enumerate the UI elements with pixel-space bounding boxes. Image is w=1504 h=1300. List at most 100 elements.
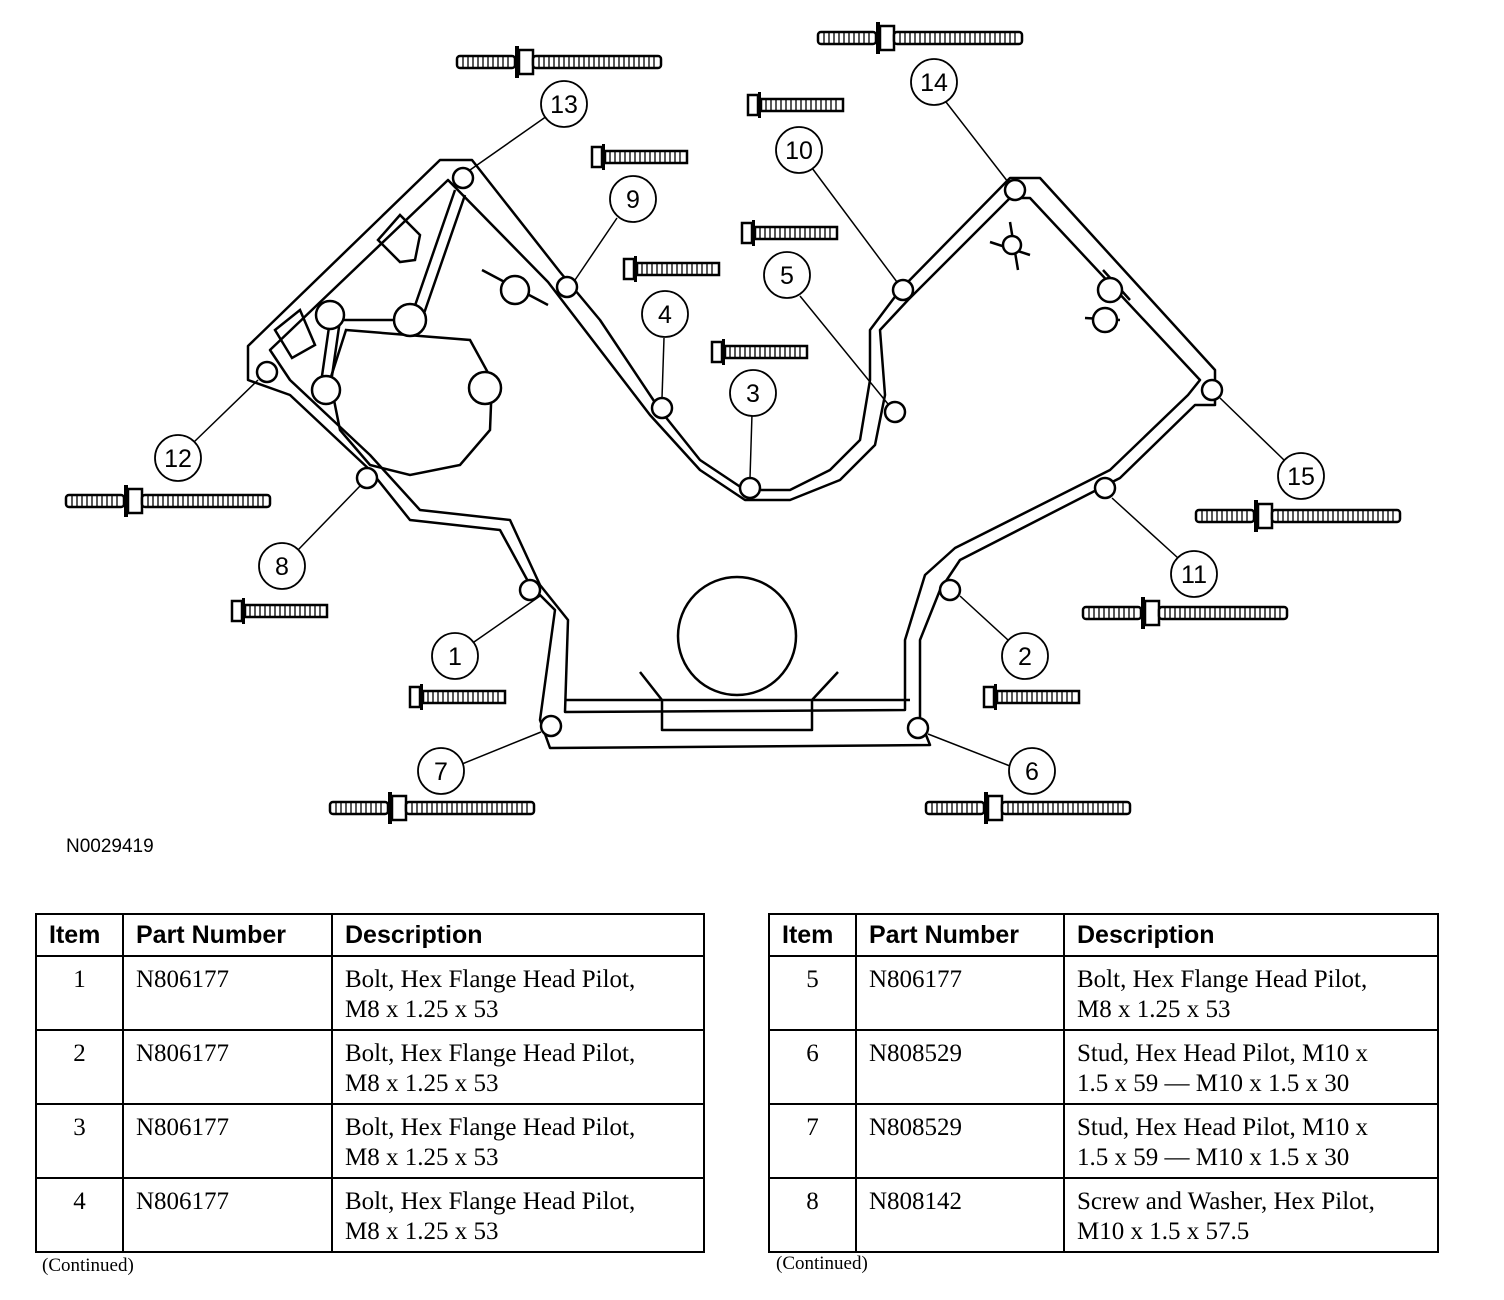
description-line: M8 x 1.25 x 53 — [345, 996, 499, 1023]
svg-text:8: 8 — [275, 553, 289, 581]
description-line: Bolt, Hex Flange Head Pilot, — [345, 1114, 636, 1141]
callout-3: 3 — [729, 369, 777, 417]
svg-text:1: 1 — [448, 643, 462, 671]
description-line: M8 x 1.25 x 53 — [345, 1144, 499, 1171]
svg-text:10: 10 — [785, 137, 813, 165]
leader-lines — [193, 101, 1285, 767]
table-header-row: Item Part Number Description — [768, 913, 1439, 957]
part-number-cell: N806177 — [122, 1029, 333, 1105]
stud-15 — [1194, 498, 1402, 534]
stud-6 — [924, 790, 1132, 826]
description-line: Screw and Washer, Hex Pilot, — [1077, 1188, 1375, 1215]
description-line: Stud, Hex Head Pilot, M10 x — [1077, 1114, 1368, 1141]
svg-text:11: 11 — [1181, 561, 1207, 589]
figure-id: N0029419 — [66, 836, 154, 857]
table-row: 8 N808142 Screw and Washer, Hex Pilot, M1… — [768, 1177, 1439, 1253]
part-number-cell: N806177 — [122, 1177, 333, 1253]
table-header-row: Item Part Number Description — [35, 913, 705, 957]
header-part-number: Part Number — [122, 913, 333, 957]
continued-note: (Continued) — [776, 1253, 868, 1274]
bolt-2 — [982, 682, 1081, 712]
stud-12 — [64, 483, 272, 519]
svg-text:13: 13 — [550, 91, 578, 119]
svg-text:15: 15 — [1287, 463, 1315, 491]
callout-11: 11 — [1170, 550, 1218, 598]
callout-6: 6 — [1008, 747, 1056, 795]
svg-text:3: 3 — [746, 380, 760, 408]
parts-table-right: Item Part Number Description 5 N806177 B… — [768, 913, 1439, 1253]
description-line: 1.5 x 59 — M10 x 1.5 x 30 — [1077, 1144, 1350, 1171]
header-part-number: Part Number — [855, 913, 1065, 957]
description-line: Bolt, Hex Flange Head Pilot, — [1077, 966, 1368, 993]
part-number-cell: N806177 — [122, 1103, 333, 1179]
svg-text:4: 4 — [658, 301, 672, 329]
crankshaft-seal-bore — [676, 575, 798, 697]
table-row: 2 N806177 Bolt, Hex Flange Head Pilot, M8… — [35, 1029, 705, 1105]
item-cell: 5 — [768, 955, 857, 1031]
bolt-5 — [740, 218, 839, 248]
part-number-cell: N808529 — [855, 1029, 1065, 1105]
header-description: Description — [1063, 913, 1439, 957]
callout-14: 14 — [910, 58, 958, 106]
front-cover-diagram: 1 2 3 4 5 6 7 8 9 10 11 12 13 14 15 — [64, 20, 1402, 826]
description-cell: Screw and Washer, Hex Pilot, M10 x 1.5 x … — [1063, 1177, 1439, 1253]
callout-13: 13 — [540, 80, 588, 128]
table-row: 5 N806177 Bolt, Hex Flange Head Pilot, M8… — [768, 955, 1439, 1031]
description-line: Bolt, Hex Flange Head Pilot, — [345, 1188, 636, 1215]
item-cell: 4 — [35, 1177, 124, 1253]
stud-7 — [328, 790, 536, 826]
fasteners — [64, 20, 1402, 826]
stud-14 — [816, 20, 1024, 56]
part-number-cell: N808142 — [855, 1177, 1065, 1253]
header-item: Item — [768, 913, 857, 957]
item-cell: 1 — [35, 955, 124, 1031]
description-line: M8 x 1.25 x 53 — [345, 1070, 499, 1097]
description-line: Bolt, Hex Flange Head Pilot, — [345, 966, 636, 993]
callouts: 1 2 3 4 5 6 7 8 9 10 11 12 13 14 15 — [154, 58, 1325, 795]
bolt-3 — [710, 337, 809, 367]
svg-text:14: 14 — [920, 69, 948, 97]
front-cover-outline — [246, 158, 1217, 750]
table-row: 3 N806177 Bolt, Hex Flange Head Pilot, M8… — [35, 1103, 705, 1179]
description-line: 1.5 x 59 — M10 x 1.5 x 30 — [1077, 1070, 1350, 1097]
item-cell: 3 — [35, 1103, 124, 1179]
bolt-9 — [590, 142, 689, 172]
item-cell: 2 — [35, 1029, 124, 1105]
description-line: Bolt, Hex Flange Head Pilot, — [345, 1040, 636, 1067]
svg-text:12: 12 — [164, 445, 192, 473]
callout-5: 5 — [763, 251, 811, 299]
water-pump-area — [273, 189, 503, 477]
callout-8: 8 — [258, 542, 306, 590]
header-description: Description — [331, 913, 705, 957]
part-number-cell: N806177 — [122, 955, 333, 1031]
svg-text:2: 2 — [1018, 643, 1032, 671]
svg-text:5: 5 — [780, 262, 794, 290]
item-cell: 7 — [768, 1103, 857, 1179]
bolt-8 — [230, 596, 329, 626]
description-cell: Bolt, Hex Flange Head Pilot, M8 x 1.25 x … — [331, 955, 705, 1031]
svg-text:7: 7 — [434, 758, 448, 786]
stud-11 — [1081, 595, 1289, 631]
bolt-holes — [255, 166, 1224, 740]
callout-2: 2 — [1001, 632, 1049, 680]
description-line: M8 x 1.25 x 53 — [345, 1218, 499, 1245]
description-line: M10 x 1.5 x 57.5 — [1077, 1218, 1250, 1245]
description-cell: Bolt, Hex Flange Head Pilot, M8 x 1.25 x … — [1063, 955, 1439, 1031]
description-cell: Bolt, Hex Flange Head Pilot, M8 x 1.25 x … — [331, 1029, 705, 1105]
callout-9: 9 — [609, 175, 657, 223]
description-line: M8 x 1.25 x 53 — [1077, 996, 1231, 1023]
item-cell: 8 — [768, 1177, 857, 1253]
callout-15: 15 — [1277, 452, 1325, 500]
description-cell: Stud, Hex Head Pilot, M10 x 1.5 x 59 — M1… — [1063, 1103, 1439, 1179]
bolt-10 — [746, 90, 845, 120]
svg-text:6: 6 — [1025, 758, 1039, 786]
callout-1: 1 — [431, 632, 479, 680]
bolt-4 — [622, 254, 721, 284]
description-cell: Bolt, Hex Flange Head Pilot, M8 x 1.25 x … — [331, 1103, 705, 1179]
description-line: Stud, Hex Head Pilot, M10 x — [1077, 1040, 1368, 1067]
part-number-cell: N806177 — [855, 955, 1065, 1031]
sensor-bosses — [481, 221, 1131, 334]
header-item: Item — [35, 913, 124, 957]
part-number-cell: N808529 — [855, 1103, 1065, 1179]
